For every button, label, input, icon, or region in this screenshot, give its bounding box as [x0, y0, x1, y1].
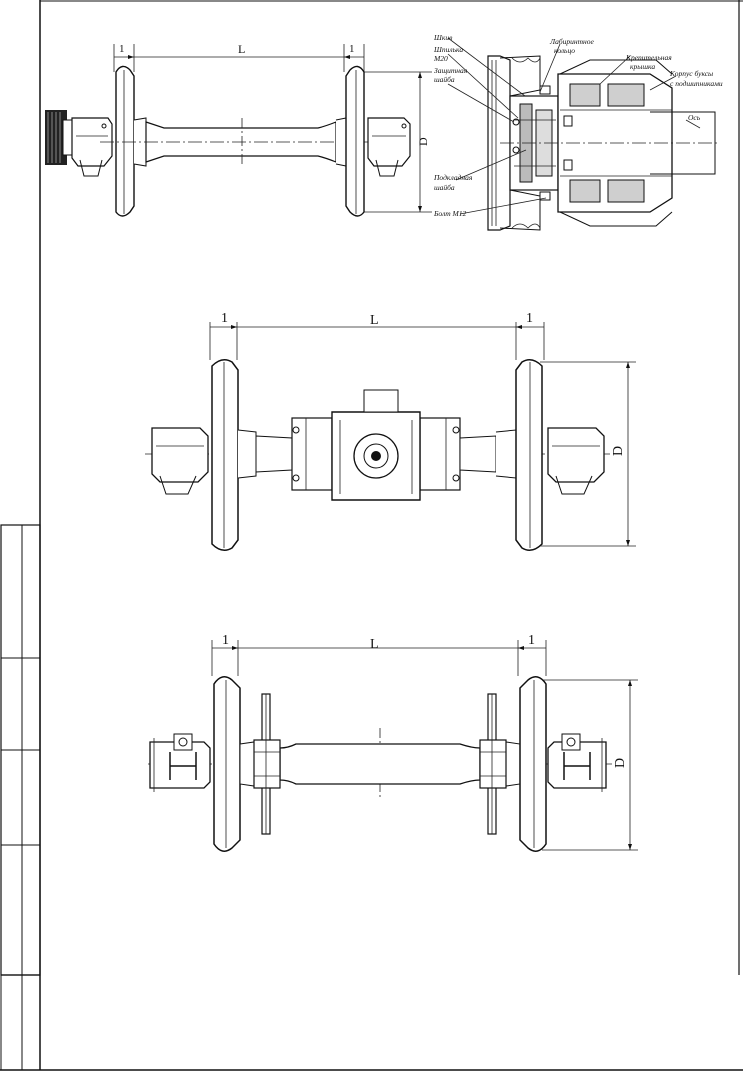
callout-cover-2: крышка [630, 62, 655, 71]
flange-width-label-3l: 1 [222, 633, 229, 648]
wheel-left-1 [115, 65, 147, 217]
wheel-left-3 [213, 676, 241, 852]
callout-pulley: Шкив [433, 33, 453, 42]
axle-length-label-2: L [370, 313, 379, 328]
axle-box-right-2 [547, 427, 605, 495]
callout-labyrinth-2: кольцо [554, 46, 575, 55]
axle-box-section: Шкив Шпилька М20 Защитная шайба Лабиринт… [433, 33, 723, 231]
gearbox [291, 389, 461, 501]
axle-length-label-3: L [370, 637, 379, 652]
axle-box-left [71, 117, 113, 177]
callout-stud-2: М20 [433, 54, 448, 63]
wheel-diameter-label-3: D [613, 758, 628, 768]
callout-protective-2: шайба [434, 75, 455, 84]
wheel-diameter-label-2: D [611, 446, 626, 456]
dimension-lines-1 [113, 44, 432, 213]
callout-stud-1: Шпилька [433, 45, 463, 54]
wheel-right-1 [335, 65, 365, 217]
callout-bolt: Болт М12 [433, 209, 467, 218]
flange-width-label-2l: 1 [221, 311, 228, 326]
callout-protective-1: Защитная [434, 66, 468, 75]
wheelset-figure-3: 1 L 1 D [148, 633, 638, 852]
axle-box-left-2 [151, 427, 209, 495]
callout-labyrinth-1: Лабиринтное [549, 37, 594, 46]
flange-width-label-right: 1 [349, 43, 355, 55]
flange-width-label: 1 [119, 43, 125, 55]
pulley [45, 110, 74, 165]
callout-axle: Ось [688, 113, 701, 122]
dimension-lines-2 [209, 322, 636, 547]
callout-housing-2: с подшипниками [670, 79, 723, 88]
callout-cover-1: Крепительная [625, 53, 672, 62]
axle-box-right-3 [547, 733, 607, 792]
wheel-diameter-label: D [416, 137, 430, 146]
flange-width-label-3r: 1 [528, 633, 535, 648]
axle-3 [239, 741, 521, 787]
wheelset-figure-1: 1 L 1 D [45, 42, 432, 217]
dimension-lines-3 [211, 640, 638, 851]
axle-length-label: L [238, 42, 245, 56]
binding-strip [0, 524, 41, 1071]
wheel-right-3 [519, 676, 547, 852]
axle-box-right [367, 117, 411, 177]
callout-lock-1: Подкладная [433, 173, 473, 182]
brake-disc-right [479, 693, 507, 835]
brake-disc-left [253, 693, 281, 835]
wheelset-figure-2: 1 L 1 D [145, 311, 636, 551]
wheel-right-2 [495, 359, 543, 551]
wheel-left-2 [211, 359, 257, 551]
axle-1 [100, 118, 380, 166]
flange-width-label-2r: 1 [526, 311, 533, 326]
callout-housing-1: Корпус буксы [669, 69, 713, 78]
axle-box-left-3 [149, 733, 211, 792]
callout-lock-2: шайба [434, 183, 455, 192]
